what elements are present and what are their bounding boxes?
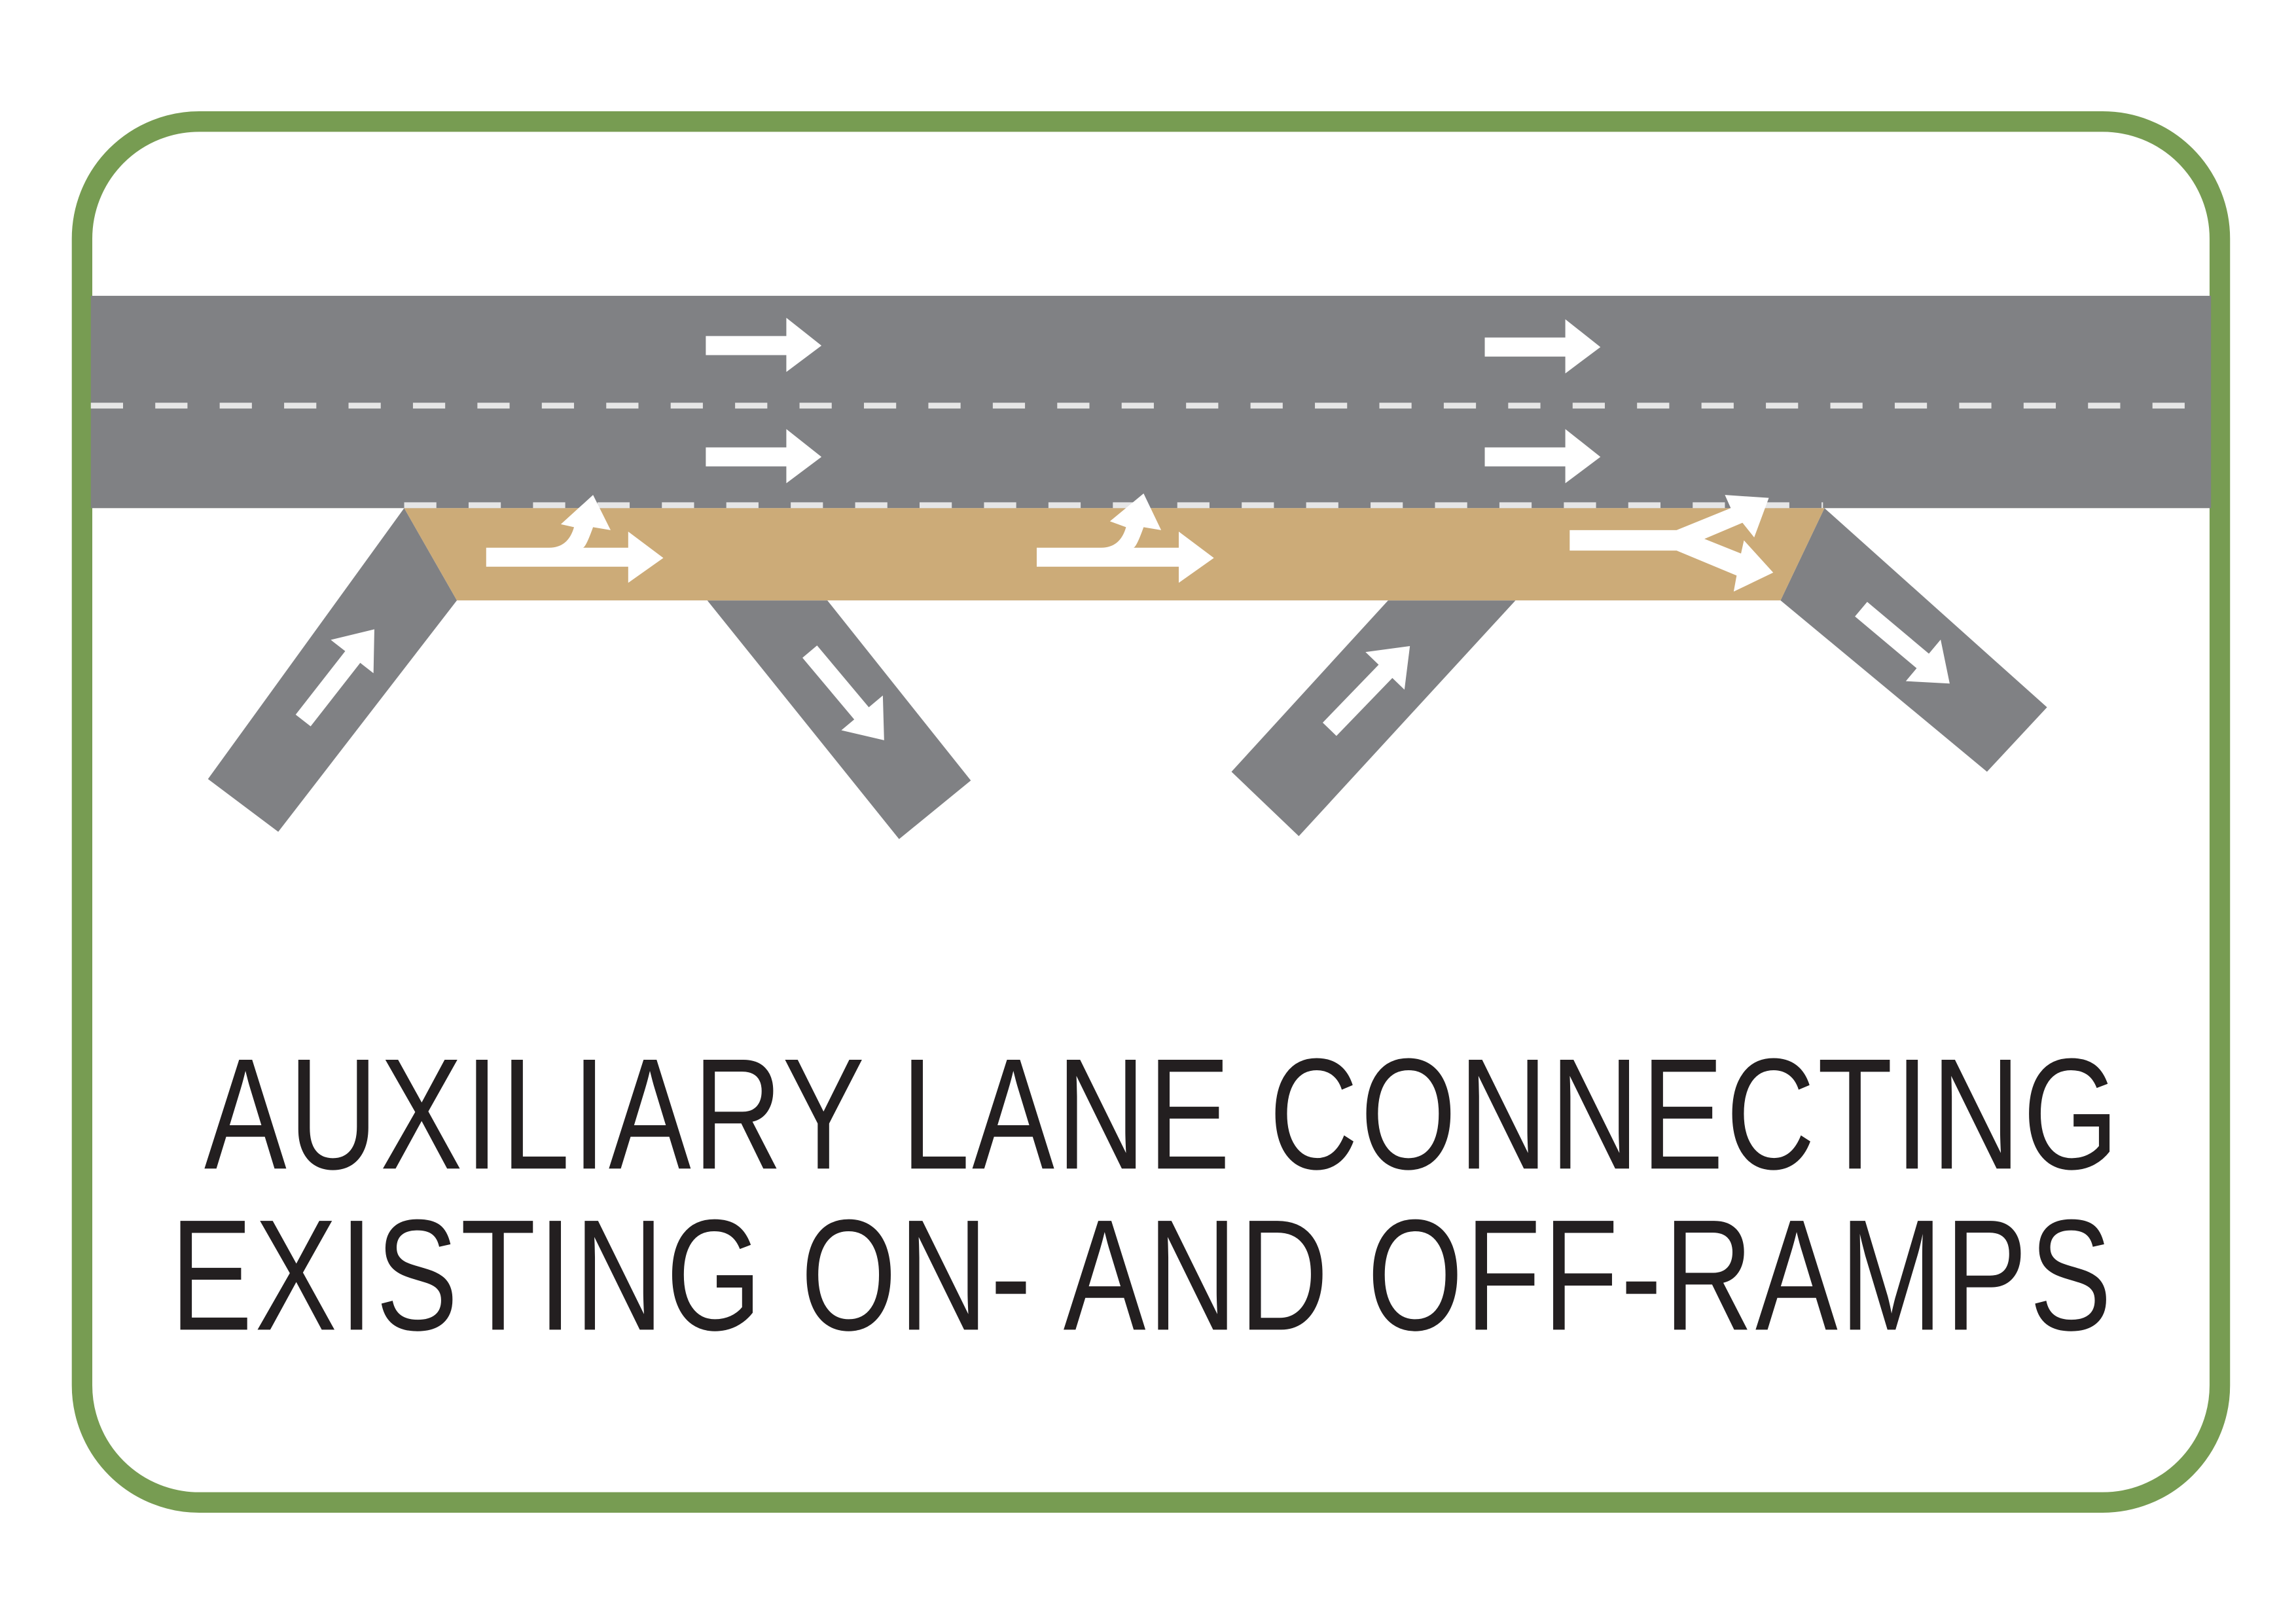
title-line-1: AUXILIARY LANE CONNECTING: [204, 1026, 2121, 1202]
freeway-mainline: [90, 295, 2212, 509]
ramp-off-2: [1780, 508, 2047, 772]
title-line-2: EXISTING ON- AND OFF-RAMPS: [170, 1187, 2114, 1363]
diverge-arrow-icon: [1570, 495, 1774, 592]
ramp-off-1: [707, 600, 971, 839]
ramp-on-2: [1231, 600, 1516, 837]
merge-arrow-icon: [1036, 493, 1214, 583]
merge-arrow-icon: [486, 495, 664, 583]
